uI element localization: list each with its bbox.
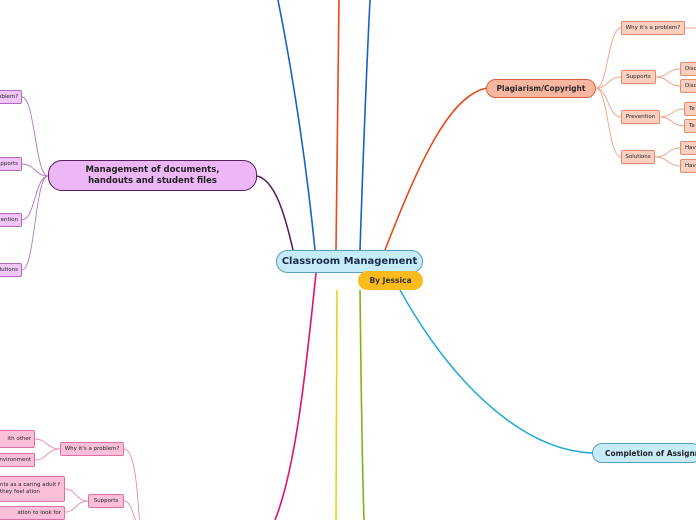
branch-line-top-blue-right [359,0,371,251]
plagiarism-solutions[interactable]: Solutions [621,150,655,164]
child-line-plag-why [595,27,622,89]
topic-completion-of-assignments[interactable]: Completion of Assignme [592,443,696,463]
branch-line-bottom-pink [274,272,317,520]
bottom-supports-leaf[interactable]: nts as a caring adult f they feel ation [0,476,65,502]
branch-line-bottom-yellow [335,289,338,520]
topic-management-of-documents[interactable]: Management of documents, handouts and st… [48,160,257,191]
leaf-line-supports-1 [655,68,681,78]
branch-line-bottom-green [359,289,365,520]
child-line-bl-supports [123,500,137,520]
plagiarism-solutions-leaf[interactable]: Hav [680,159,696,173]
child-line-bl-why [123,448,141,520]
child-line-doc-supports [21,163,49,177]
child-line-doc-why [21,96,49,177]
branch-line-top-blue-left [277,0,316,251]
child-line-plag-prevention [595,87,622,118]
documents-prevention[interactable]: ention [0,213,22,227]
plagiarism-supports[interactable]: Supports [621,70,656,84]
topic-plagiarism-copyright[interactable]: Plagiarism/Copyright [486,79,596,98]
bottom-supports[interactable]: Supports [88,494,124,508]
author-byline[interactable]: By Jessica [358,271,423,290]
plagiarism-supports-leaf[interactable]: Disc [680,79,696,93]
plagiarism-why-problem[interactable]: Why it's a problem? [621,21,685,35]
child-line-doc-prevention [21,175,49,221]
child-line-plag-supports [595,76,622,89]
leaf-line-prevention-1 [659,108,685,118]
bottom-why-leaf[interactable]: nvironment [0,453,35,467]
plagiarism-prevention-leaf[interactable]: Te [684,119,696,133]
plagiarism-solutions-leaf[interactable]: Hav [680,141,696,155]
branch-line-top-orange [335,0,340,251]
leaf-line-solutions-1 [654,147,681,158]
child-line-doc-solutions [21,175,49,271]
leaf-line-solutions-2 [654,156,681,167]
plagiarism-supports-leaf[interactable]: Disc [680,62,696,76]
child-line-plag-solutions [595,87,622,158]
plagiarism-prevention[interactable]: Prevention [621,110,660,124]
leaf-line-bl-supports-2 [64,500,89,513]
documents-why-problem[interactable]: oblem? [0,90,22,104]
documents-supports[interactable]: pports [0,157,22,171]
branch-line-completion [399,289,593,454]
leaf-line-bl-why-1 [34,438,61,450]
branch-line-plagiarism [384,87,488,251]
documents-solutions[interactable]: olutions [0,263,22,277]
leaf-line-supports-2 [655,76,681,87]
bottom-why-problem[interactable]: Why it's a problem? [60,442,124,456]
bottom-why-leaf[interactable]: ith other [0,430,35,448]
leaf-line-prevention-2 [659,116,685,127]
bottom-supports-leaf[interactable]: ation to look for [0,506,65,520]
leaf-line-bl-why-2 [34,448,61,461]
central-topic[interactable]: Classroom Management [276,250,423,273]
plagiarism-prevention-leaf[interactable]: Te [684,102,696,116]
leaf-line-bl-supports-1 [64,488,89,502]
branch-line-documents [256,175,294,251]
